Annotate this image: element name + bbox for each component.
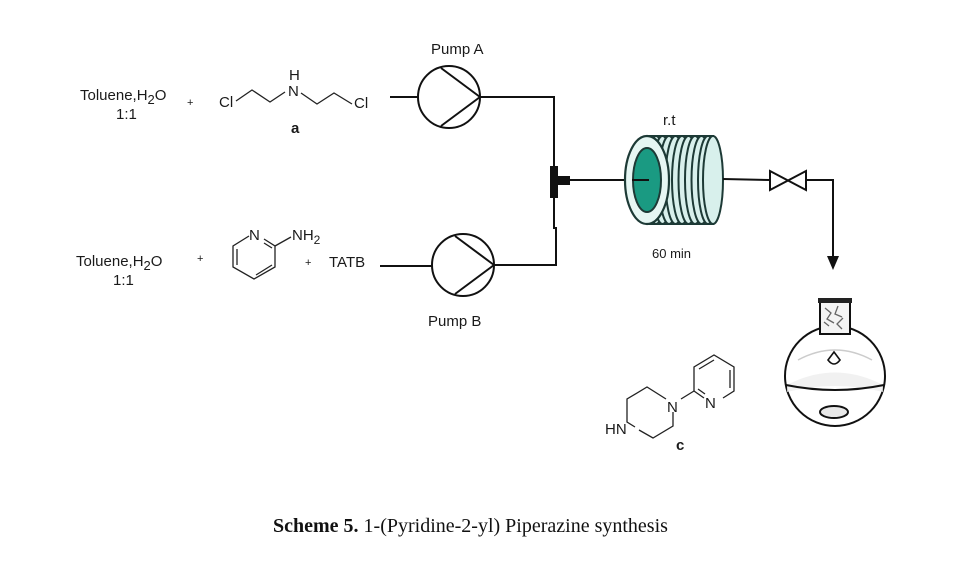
atom-cl-right: Cl	[354, 95, 368, 112]
solvent-b-ratio: 1:1	[113, 272, 134, 289]
reagent-a-label: a	[291, 120, 300, 137]
atom-h: H	[289, 67, 300, 84]
atom-nh2: NH2	[292, 227, 321, 247]
solvent-a-label: Toluene,H2O	[80, 87, 166, 107]
coil-reactor-icon[interactable]	[623, 134, 724, 226]
solvent-b-label: Toluene,H2O	[76, 253, 162, 273]
needle-valve-icon[interactable]	[769, 169, 807, 192]
reactor-temperature: r.t	[663, 112, 676, 129]
bond-to-amine	[274, 236, 292, 247]
plus-sign-b2: +	[305, 257, 311, 269]
product-pyridine-bond	[693, 390, 705, 399]
pyridine-double-bond-3	[263, 242, 273, 249]
solvent-a-ratio: 1:1	[116, 106, 137, 123]
flow-arrow-icon	[827, 256, 839, 270]
bond-chain-left	[235, 89, 286, 103]
t-mixer-icon	[550, 166, 570, 198]
tubing-to-flask	[806, 179, 834, 262]
product-c-structure: HN N N c	[605, 354, 735, 454]
tubing-pump-a	[480, 96, 555, 168]
additive-tatb: TATB	[329, 254, 365, 271]
piperazine-ring-left	[626, 386, 667, 428]
reagent-a-structure: Cl N H Cl a	[219, 67, 368, 137]
atom-n: N	[288, 83, 299, 100]
atom-ring-n: N	[249, 227, 260, 244]
product-pyridine-double-3	[697, 388, 706, 395]
pump-b-label: Pump B	[428, 313, 481, 330]
piperazine-ring-right	[638, 412, 674, 439]
round-bottom-flask-icon[interactable]	[784, 298, 886, 427]
tubing-pump-b	[494, 196, 557, 266]
reagent-b-aminopyridine: N NH2	[232, 227, 321, 280]
atom-n-piperazine: N	[667, 399, 678, 416]
stream-a-solvent: Toluene,H2O 1:1	[80, 87, 166, 123]
pump-b-icon[interactable]	[380, 233, 495, 297]
bond-chain-right	[300, 92, 353, 105]
tubing-to-valve	[722, 178, 771, 181]
pump-a-icon[interactable]	[390, 65, 481, 129]
bond-to-pyridine	[680, 390, 695, 400]
product-pyridine-double-1	[698, 359, 715, 370]
scheme-caption: Scheme 5. 1-(Pyridine-2-yl) Piperazine s…	[273, 515, 668, 537]
stream-b-solvent: Toluene,H2O 1:1	[76, 253, 162, 289]
atom-hn: HN	[605, 421, 627, 438]
plus-sign-a: +	[187, 97, 193, 109]
atom-cl-left: Cl	[219, 94, 233, 111]
plus-sign-b1: +	[197, 253, 203, 265]
product-pyridine-ring	[693, 354, 735, 399]
product-label: c	[676, 437, 684, 454]
pyridine-double-bond-2	[255, 264, 273, 276]
atom-n-pyridine: N	[705, 395, 716, 412]
residence-time: 60 min	[652, 246, 691, 261]
pump-a-label: Pump A	[431, 41, 484, 58]
